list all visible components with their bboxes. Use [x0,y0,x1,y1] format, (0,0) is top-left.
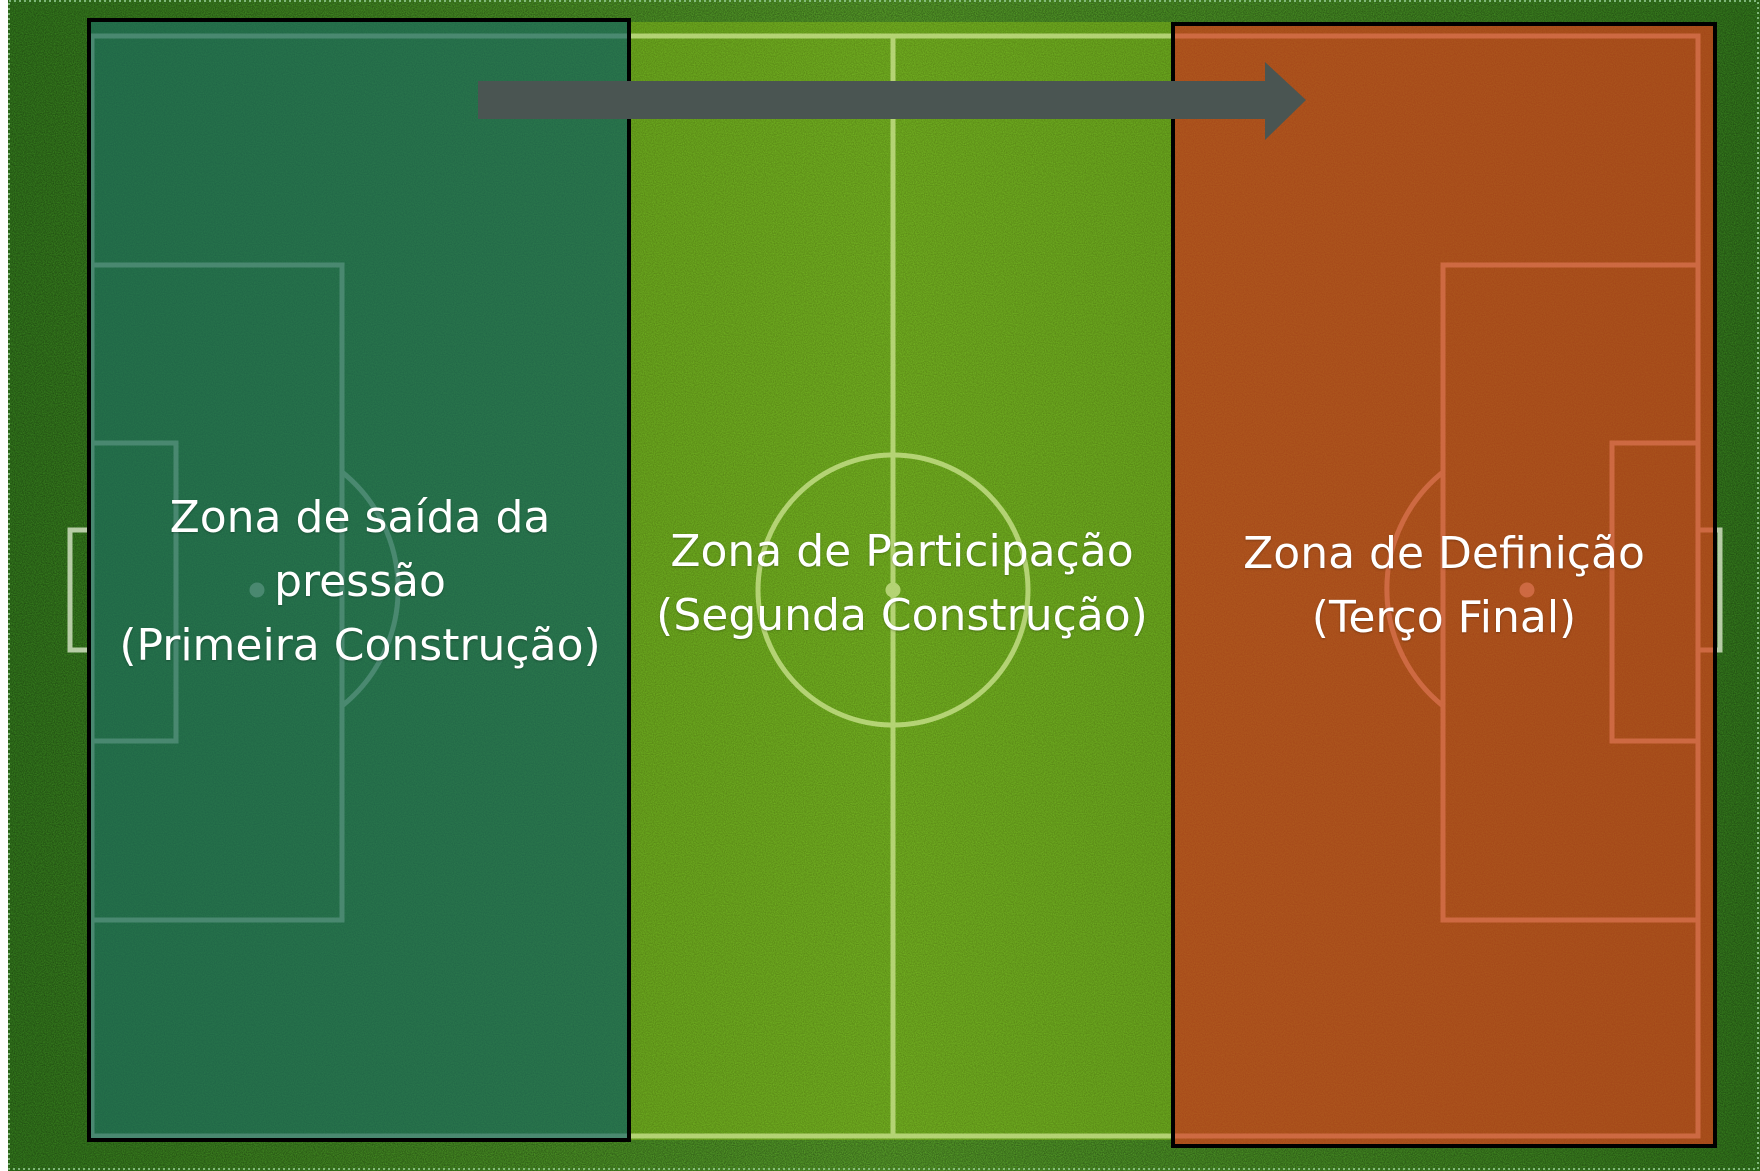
frame-edge [8,0,1759,1170]
zone-participation-line-2: (Segunda Construção) [656,590,1148,641]
zone-definition-line-2: (Terço Final) [1311,592,1577,643]
center-spot [885,582,901,598]
zone-build-up-line-3: (Primeira Construção) [119,620,601,671]
zone-participation-line-1: Zona de Participação [670,526,1134,577]
arrow-head [1265,62,1306,140]
zone-definition-overlay [1171,22,1717,1148]
zone-definition-line-1: Zona de Definição [1243,528,1645,579]
zone-build-up-line-1: Zona de saída da [169,492,551,543]
zone-build-up-line-2: pressão [274,556,446,607]
zone-label-participation: Zona de Participação (Segunda Construção… [631,520,1173,648]
zone-participation-overlay [631,22,1173,1140]
zone-label-definition: Zona de Definição (Terço Final) [1173,522,1715,650]
zone-build-up-overlay [87,18,631,1142]
arrow-shaft [478,81,1270,119]
center-circle [755,452,1031,728]
progression-arrow-icon [478,62,1306,140]
zone-label-build-up: Zona de saída da pressão (Primeira Const… [90,486,630,678]
